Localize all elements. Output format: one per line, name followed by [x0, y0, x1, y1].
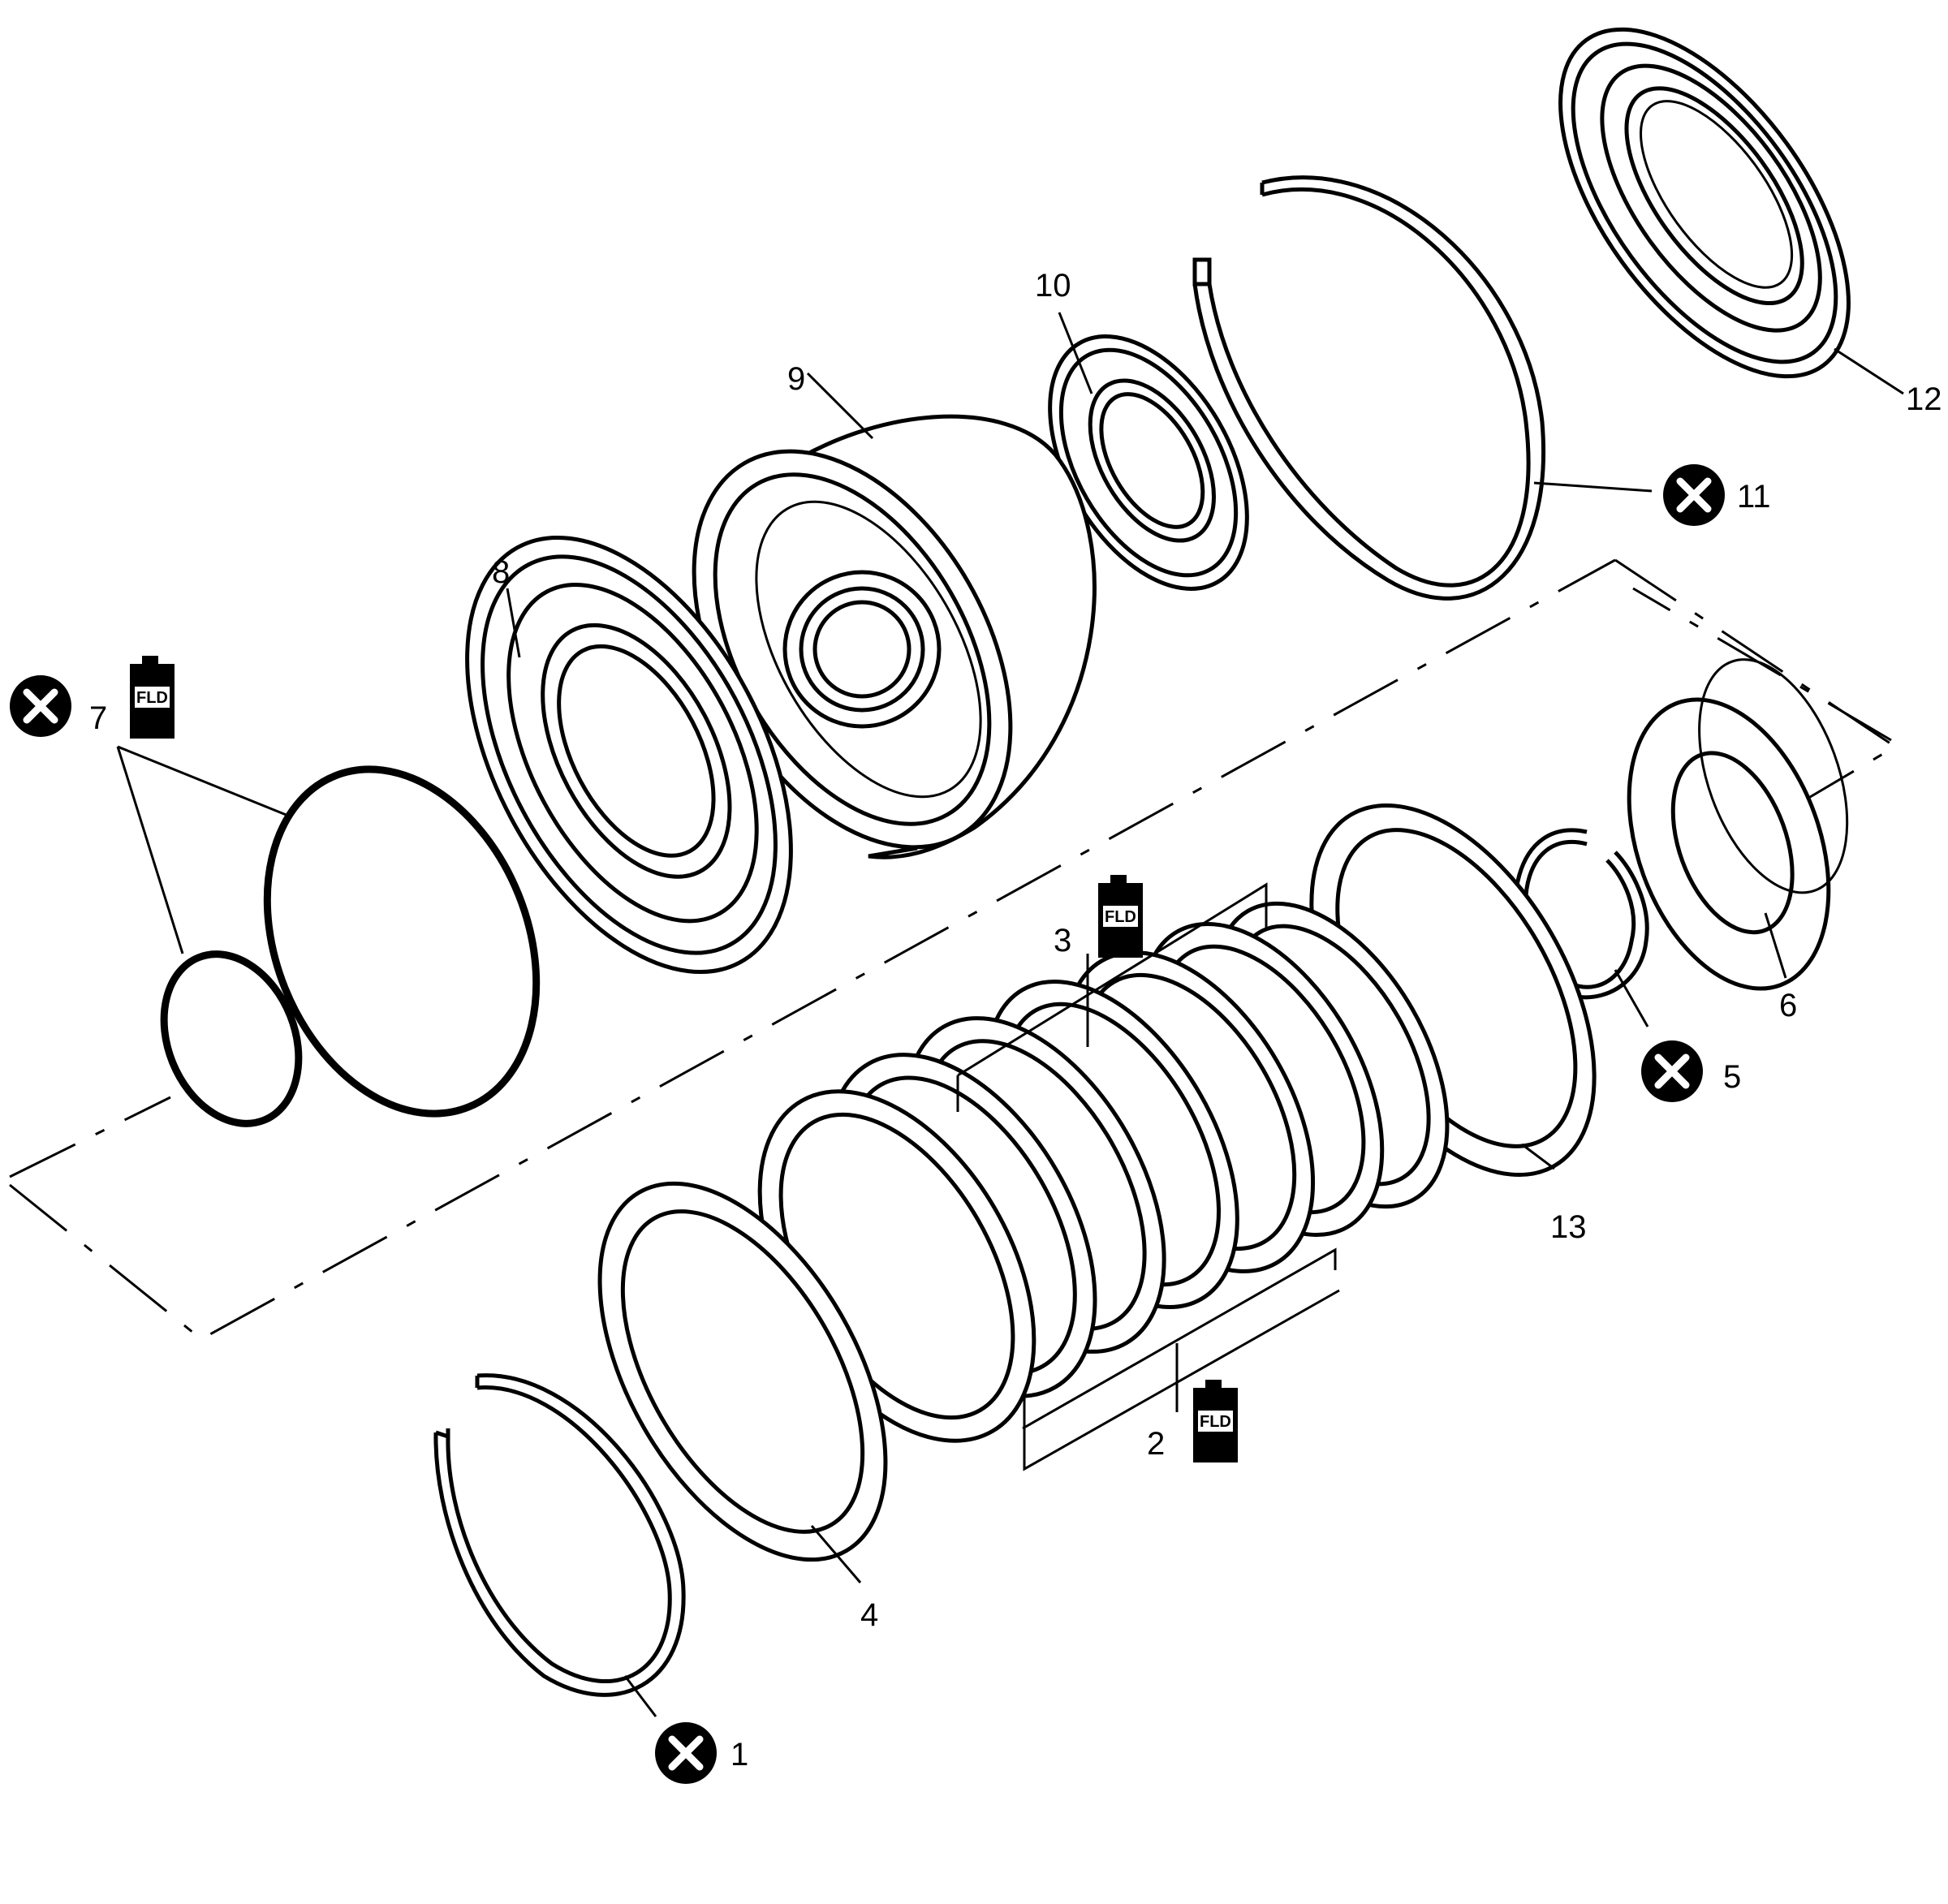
part-1-snap-ring	[433, 1373, 686, 1697]
part-2-3-clutch-pack	[757, 882, 1450, 1471]
do-not-reuse-icon	[1641, 1040, 1703, 1102]
fld-label: FLD	[1200, 1413, 1231, 1431]
fld-label: FLD	[136, 689, 168, 707]
callout-9: 9	[787, 361, 805, 397]
callout-7: 7	[89, 700, 107, 736]
leader-lines	[116, 312, 1904, 1717]
callout-10: 10	[1035, 268, 1071, 304]
callout-11: 11	[1737, 479, 1771, 515]
part-7-seal-large	[263, 765, 541, 1118]
callout-6: 6	[1779, 988, 1797, 1023]
transmission-fluid-icon: FLD	[130, 656, 175, 739]
do-not-reuse-icon	[655, 1722, 717, 1784]
callout-12: 12	[1906, 381, 1942, 417]
part-10-thrust-washer	[1048, 334, 1249, 591]
part-4-pressure-plate	[597, 1181, 888, 1562]
transmission-fluid-icon: FLD	[1098, 875, 1143, 958]
part-8-piston	[465, 535, 793, 975]
callout-13: 13	[1550, 1209, 1587, 1245]
callout-2: 2	[1147, 1426, 1165, 1462]
part-7-seal-small	[160, 950, 303, 1127]
callout-4: 4	[860, 1597, 878, 1633]
callout-1: 1	[730, 1737, 748, 1773]
callout-5: 5	[1723, 1059, 1741, 1095]
part-11-snap-ring	[1192, 175, 1545, 601]
part-12-clutch-plate	[1558, 27, 1851, 379]
callout-3: 3	[1054, 923, 1071, 958]
callout-8: 8	[492, 554, 510, 590]
transmission-fluid-icon: FLD	[1193, 1380, 1238, 1462]
part-6-spring-assembly	[1627, 658, 1849, 991]
do-not-reuse-icon	[10, 675, 71, 737]
do-not-reuse-icon	[1663, 464, 1725, 526]
fld-label: FLD	[1105, 908, 1136, 926]
